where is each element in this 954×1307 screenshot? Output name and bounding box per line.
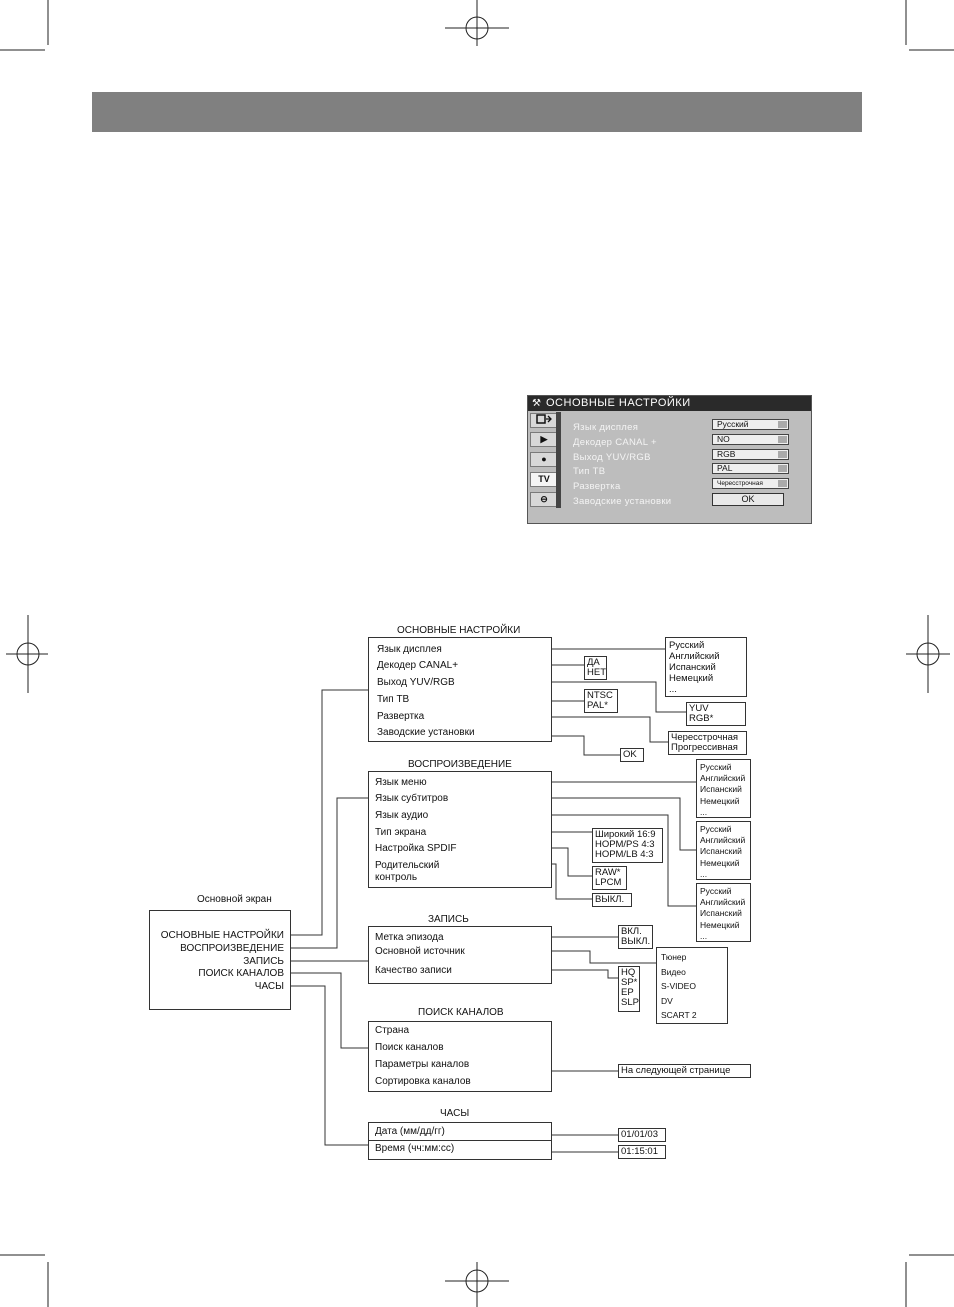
playback-item-sub-lang[interactable]: Язык субтитров [375,793,449,804]
main-item-search[interactable]: ПОИСК КАНАЛОВ [198,968,284,979]
record-tab-icon[interactable]: ● [530,452,558,467]
basic-item-tv-type[interactable]: Тип ТВ [377,694,410,705]
main-item-clock[interactable]: ЧАСЫ [254,981,284,992]
basic-item-yuv[interactable]: Выход YUV/RGB [377,677,455,688]
osd-screen: ОСНОВНЫЕ НАСТРОЙКИ ⚒ ▶ ● TV ⊖ Язык диспл… [527,395,812,524]
osd-label-scan: Развертка [573,481,621,492]
osd-canal-select[interactable]: NO [712,434,789,445]
record-item-quality[interactable]: Качество записи [375,965,452,976]
header-bar [92,92,862,132]
clock-divider [368,1140,552,1141]
main-item-record[interactable]: ЗАПИСЬ [243,956,284,967]
record-item-source[interactable]: Основной источник [375,946,465,957]
record-item-mark[interactable]: Метка эпизода [375,932,444,943]
main-item-basic[interactable]: ОСНОВНЫЕ НАСТРОЙКИ [160,930,284,941]
osd-title: ОСНОВНЫЕ НАСТРОЙКИ [528,396,811,411]
clock-group-box [368,1122,552,1160]
clock-item-time[interactable]: Время (чч:мм:сс) [375,1143,455,1154]
mark-options: ВКЛ.ВЫКЛ. [618,925,653,949]
clock-date-value: 01/01/03 [618,1128,666,1142]
chevron-down-icon [778,436,787,443]
osd-display-lang-select[interactable]: Русский [712,419,789,430]
basic-group-box [368,637,552,742]
main-item-playback[interactable]: ВОСПРОИЗВЕДЕНИЕ [180,943,284,954]
clock-time-value: 01:15:01 [618,1145,666,1159]
playback-item-parental-2[interactable]: контроль [375,872,418,883]
search-next-page-note: На следующей странице [618,1064,751,1078]
clock-group-title: ЧАСЫ [440,1108,470,1119]
basic-group-title: ОСНОВНЫЕ НАСТРОЙКИ [397,625,521,636]
search-item-country[interactable]: Страна [375,1025,410,1036]
basic-item-canal[interactable]: Декодер CANAL+ [377,660,459,671]
search-item-sort[interactable]: Сортировка каналов [375,1076,471,1087]
osd-label-yuv: Выход YUV/RGB [573,452,651,463]
spdif-options: RAW*LPCM [592,866,627,890]
clock-item-date[interactable]: Дата (мм/дд/гг) [375,1126,445,1137]
osd-scrollbar[interactable] [556,412,561,508]
playback-item-parental[interactable]: Родительский [375,860,440,871]
osd-ok-button[interactable]: OK [712,493,784,506]
playback-item-audio-lang[interactable]: Язык аудио [375,810,429,821]
record-group-box [368,926,552,984]
osd-tv-type-select[interactable]: PAL [712,463,789,474]
basic-item-display-lang[interactable]: Язык дисплея [377,644,442,655]
osd-label-canal: Декодер CANAL + [573,437,657,448]
chevron-down-icon [778,451,787,458]
osd-label-display-lang: Язык дисплея [573,422,639,433]
basic-item-factory[interactable]: Заводские установки [377,727,475,738]
osd-label-tv-type: Тип ТВ [573,466,606,477]
chevron-down-icon [778,421,787,428]
factory-ok-option: OK [620,748,644,762]
search-item-search[interactable]: Поиск каналов [375,1042,444,1053]
chevron-down-icon [778,480,787,487]
playback-group-title: ВОСПРОИЗВЕДЕНИЕ [408,759,512,770]
osd-label-factory: Заводские установки [573,496,672,507]
record-group-title: ЗАПИСЬ [428,914,469,925]
search-item-params[interactable]: Параметры каналов [375,1059,470,1070]
playback-item-menu-lang[interactable]: Язык меню [375,777,427,788]
clock-tab-icon[interactable]: ⊖ [530,492,558,507]
main-screen-box [149,910,291,1010]
wrench-icon: ⚒ [532,398,541,409]
basic-item-scan[interactable]: Развертка [377,711,425,722]
osd-scan-select[interactable]: Чересстрочная [712,478,789,489]
parental-option: ВЫКЛ. [592,893,632,907]
chevron-down-icon [778,465,787,472]
playback-item-screen-type[interactable]: Тип экрана [375,827,427,838]
search-group-title: ПОИСК КАНАЛОВ [418,1007,504,1018]
main-screen-title: Основной экран [197,894,272,905]
search-group-box [368,1021,552,1092]
playback-item-spdif[interactable]: Настройка SPDIF [375,843,457,854]
osd-yuv-select[interactable]: RGB [712,449,789,460]
playback-group-box [368,771,552,888]
